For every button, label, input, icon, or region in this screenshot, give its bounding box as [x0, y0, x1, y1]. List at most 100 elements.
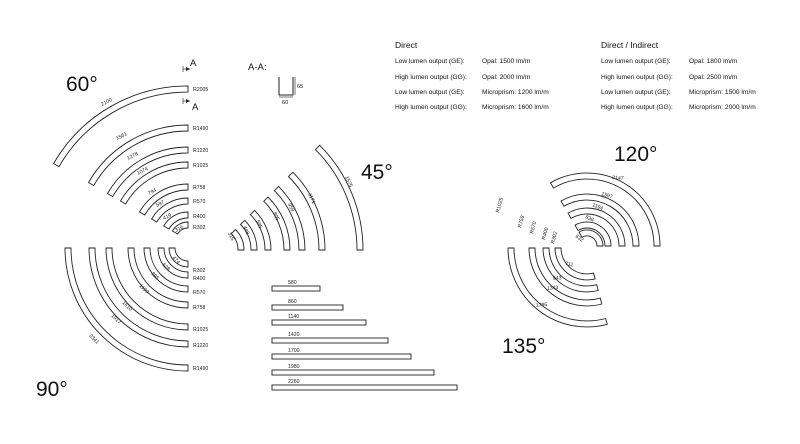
arc-45-595: 595 — [249, 209, 272, 251]
section-marker-top: A — [190, 58, 197, 69]
radius-label-400: R400 — [541, 227, 550, 241]
arc-120-838: 838 — [574, 214, 612, 247]
straight-580: 580 — [271, 280, 321, 292]
arc-length-label: 474 — [171, 255, 181, 265]
arc-radius-label: R1025 — [193, 163, 208, 169]
straight-1700: 1700 — [271, 348, 412, 360]
arc-length-label: 794 — [147, 187, 158, 196]
arc-45-1171: 1171 — [287, 171, 326, 251]
arc-135-1795: 1795 — [507, 247, 608, 328]
arc-60-1025: 1074 R1025 — [119, 161, 208, 205]
spec-direct: Direct Low lumen output (GE): Opal: 1500… — [395, 40, 549, 111]
arc-length-label: 595 — [254, 219, 263, 229]
arc-radius-label: R1025 — [193, 327, 208, 333]
spec-indirect-header: Direct / Indirect — [601, 40, 659, 50]
arc-length-label: 316 — [174, 224, 185, 233]
arc-length-label: 628 — [161, 262, 171, 272]
straight-length-label: 1700 — [288, 348, 300, 354]
spec-row-value: Microprism: 1200 lm/m — [482, 89, 549, 96]
spec-indirect: Direct / Indirect Low lumen output (GE):… — [601, 40, 756, 111]
spec-row-value: Opal: 1500 lm/m — [482, 58, 531, 65]
arc-length-label: 805 — [271, 211, 280, 221]
section-width: 60 — [282, 100, 288, 106]
section-title: A-A: — [248, 62, 266, 73]
arc-radius-label: R570 — [193, 199, 206, 205]
section-marker-bottom: A — [192, 102, 199, 113]
straight-length-label: 1140 — [288, 314, 299, 320]
straight-length-label: 2260 — [288, 379, 300, 385]
arc-radius-label: R758 — [193, 185, 206, 191]
arc-120-632: 632 — [574, 229, 604, 247]
arc-radius-label: R302 — [193, 225, 206, 231]
arc-length-label: 895 — [150, 271, 160, 281]
arc-radius-label: R1490 — [193, 126, 208, 132]
spec-direct-header: Direct — [395, 40, 418, 50]
arc-length-label: 1074 — [136, 166, 149, 177]
arc-length-label: 943 — [553, 275, 562, 282]
arc-length-label: 632 — [574, 234, 585, 244]
spec-row-label: Low lumen output (GE): — [601, 58, 671, 65]
arc-120-1597: 1597 — [560, 191, 640, 247]
straight-1980: 1980 — [271, 364, 435, 376]
arc-135-711: 711 — [554, 247, 596, 281]
arc-90-1025: 1610 R1025 — [105, 247, 208, 333]
arc-length-label: 1343 — [547, 285, 559, 292]
arc-60-1220: 1278 R1220 — [106, 146, 208, 198]
arc-60-2005: 2100 R2005 — [52, 85, 208, 168]
angle-60-label: 60° — [66, 73, 98, 96]
arc-90-758: 1190 R758 — [127, 247, 206, 311]
radius-label-302: R302 — [550, 231, 559, 245]
straight-860: 860 — [271, 299, 344, 311]
arc-60-758: 794 R758 — [138, 183, 206, 216]
spec-row-value: Opal: 2500 lm/m — [689, 74, 738, 81]
spec-row-value: Microprism: 1600 lm/m — [482, 104, 549, 111]
straight-1420: 1420 — [271, 332, 389, 344]
arcs-90-group: 2341 R1490 1917 R1220 1610 R1025 1190 R7… — [64, 247, 208, 372]
arc-length-label: 448 — [241, 225, 250, 235]
arcs-45-group: 1575 1171 959 805 595 448 315 — [226, 144, 364, 251]
angle-90-label: 90° — [36, 378, 68, 401]
arc-90-400: 628 R400 — [157, 247, 206, 282]
arc-radius-label: R302 — [193, 268, 206, 274]
arc-radius-label: R400 — [193, 276, 206, 282]
arc-60-1490: 1561 R1490 — [87, 124, 208, 187]
arc-length-label: 1194 — [591, 202, 604, 212]
arc-radius-label: R2005 — [193, 87, 208, 93]
arc-radius-label: R1490 — [193, 366, 208, 372]
arc-radius-label: R758 — [193, 305, 206, 311]
arc-45-959: 959 — [273, 185, 306, 251]
arc-length-label: 419 — [162, 212, 173, 221]
spec-row-label: Low lumen output (GE): — [395, 58, 465, 65]
spec-row-label: High lumen output (GG): — [601, 74, 673, 81]
spec-row-label: High lumen output (GG): — [601, 104, 673, 111]
straight-length-label: 860 — [288, 299, 297, 305]
arc-length-label: 1561 — [115, 131, 128, 142]
arc-radius-label: R570 — [193, 290, 206, 296]
arcs-135-group: 1795 1343 943 711 — [507, 247, 608, 328]
arc-length-label: 597 — [155, 199, 166, 208]
straight-1140: 1140 — [271, 314, 367, 326]
arc-120-2147: 2147 — [549, 172, 661, 247]
arc-45-1575: 1575 — [314, 144, 364, 251]
arc-45-448: 448 — [239, 219, 258, 251]
arc-length-label: 1597 — [600, 191, 613, 200]
arc-90-302: 474 R302 — [168, 247, 206, 274]
angle-120-label: 120° — [614, 143, 657, 166]
arc-60-400: 419 R400 — [162, 211, 206, 230]
arc-length-label: 315 — [226, 231, 235, 241]
radius-labels-120: R1025 R758 R570 R400 R302 — [495, 197, 559, 244]
spec-row-value: Opal: 1800 lm/m — [689, 58, 738, 65]
angle-45-label: 45° — [361, 161, 393, 184]
arc-length-label: 838 — [584, 214, 594, 223]
spec-row-value: Microprism: 2000 lm/m — [689, 104, 756, 111]
profile-section: A-A: 65 60 — [248, 62, 303, 106]
section-marker: A A — [182, 58, 199, 113]
arc-length-label: 2341 — [88, 333, 100, 345]
spec-row-label: Low lumen output (GE): — [601, 89, 671, 96]
arc-60-302: 316 R302 — [171, 221, 206, 235]
arc-120-1194: 1194 — [567, 202, 626, 247]
straights-group: 580 860 1140 1420 1700 1980 2260 — [271, 280, 458, 391]
spec-row-value: Opal: 2000 lm/m — [482, 74, 531, 81]
